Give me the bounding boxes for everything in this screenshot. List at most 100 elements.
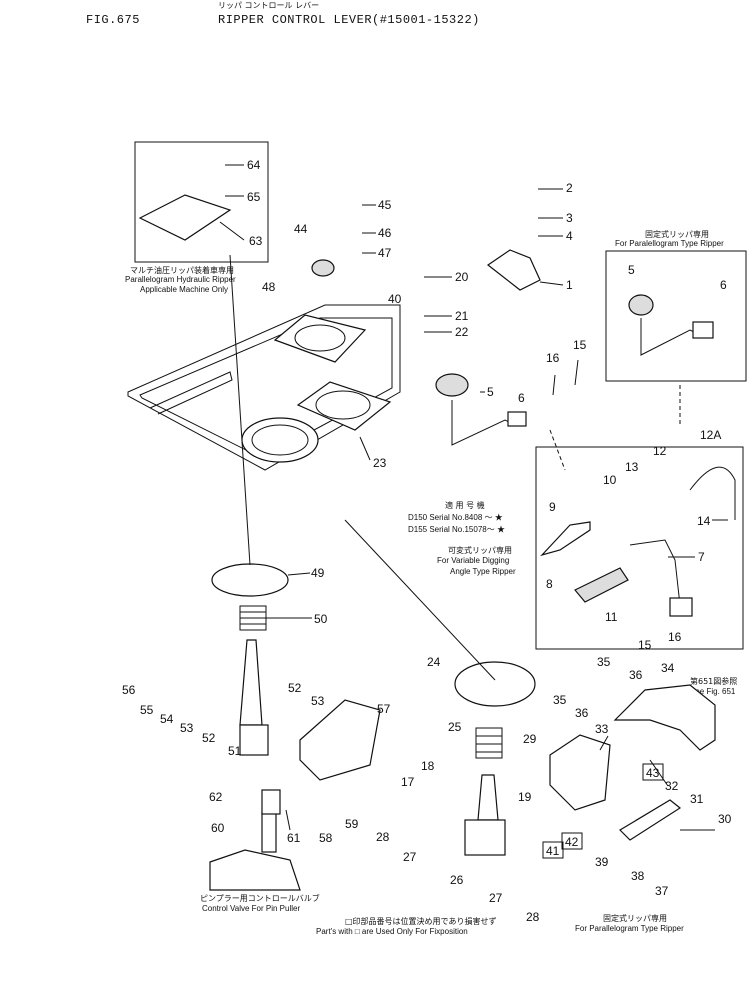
floor-plate [127,304,401,471]
callout-61: 61 [287,831,301,845]
serial-caption-jp: 適 用 号 機 [445,501,485,510]
fixed-ripper-inset-box [605,250,747,382]
bracket-57 [299,699,381,781]
callout-15: 15 [573,338,587,352]
callout-35b: 35 [597,655,611,669]
callout-13: 13 [625,460,639,474]
callout-34: 34 [661,661,675,675]
clamp-6 [507,411,527,427]
vda-caption-jp: 可変式リッパ専用 [448,546,512,555]
callout-59: 59 [345,817,359,831]
callout-10: 10 [603,473,617,487]
vda-caption-2: Angle Type Ripper [450,567,516,576]
callout-56: 56 [122,683,136,697]
knob-44 [311,259,335,277]
parallelogram-caption: For Parallelogram Type Ripper [575,924,684,933]
callout-4: 4 [566,229,573,243]
callout-21: 21 [455,309,469,323]
callout-45: 45 [378,198,392,212]
callout-49: 49 [311,566,325,580]
serial-caption-2: D155 Serial No.15078～ ★ [408,525,505,534]
seal-disc-24 [454,661,536,707]
callout-42-boxed: 42 [565,835,579,849]
callout-16-inset: 16 [668,630,682,644]
fixposition-caption-jp: □印部品番号は位置決め用であり損害せず [345,917,497,926]
lever-60 [261,789,281,815]
bracket-33 [549,734,611,811]
callout-48: 48 [262,280,276,294]
lever-34 [613,684,716,751]
callout-3: 3 [566,211,573,225]
callout-20: 20 [455,270,469,284]
callout-12a: 12A [700,428,721,442]
callout-16: 16 [546,351,560,365]
callout-22: 22 [455,325,469,339]
callout-1: 1 [566,278,573,292]
callout-2: 2 [566,181,573,195]
callout-50: 50 [314,612,328,626]
boxed-callouts: 43 41 42 [542,763,664,859]
vda-caption-1: For Variable Digging [437,556,510,565]
callout-51: 51 [228,744,242,758]
multi-ripper-caption-jp: マルチ油圧リッパ装着車専用 [130,266,234,275]
callout-5-inset: 5 [628,263,635,277]
lever-6-inset [640,318,701,356]
callout-19: 19 [518,790,532,804]
parallelogram-caption-jp: 固定式リッパ専用 [603,914,667,923]
callout-15-inset: 15 [638,638,652,652]
callout-32: 32 [665,779,679,793]
callout-23: 23 [373,456,387,470]
control-shaft-26 [464,774,506,856]
lever-7 [629,539,681,606]
callout-44: 44 [294,222,308,236]
callout-54: 54 [160,712,174,726]
multi-ripper-caption-1: Parallelogram Hydraulic Ripper [125,275,236,284]
callout-35a: 35 [553,693,567,707]
callout-11: 11 [605,610,618,624]
callout-28b: 28 [526,910,540,924]
callout-27a: 27 [403,850,417,864]
knob-5 [435,373,469,397]
figure-title: RIPPER CONTROL LEVER(#15001-15322) [218,13,480,27]
title-japanese: リッパ コントロール レバー [218,1,320,10]
callout-14: 14 [697,514,711,528]
callout-17: 17 [401,775,415,789]
callout-57: 57 [377,702,391,716]
callout-39: 39 [595,855,609,869]
callout-18: 18 [421,759,435,773]
callout-8: 8 [546,577,553,591]
callout-33: 33 [595,722,609,736]
spring-50 [239,605,267,631]
callout-labels: 64 65 63 2 3 4 1 45 46 47 44 48 40 20 21… [122,158,732,924]
callout-58: 58 [319,831,333,845]
console-plate-48 [273,314,367,363]
cable-12a [689,466,736,520]
fixed-ripper-caption: For Paralellogram Type Ripper [615,239,724,248]
spring-25 [475,727,503,759]
callout-29: 29 [523,732,537,746]
callout-9: 9 [549,500,556,514]
callout-46: 46 [378,226,392,240]
callout-65: 65 [247,190,261,204]
seal-disc-49 [211,563,289,597]
console-plate-23 [296,381,392,431]
lever-9 [540,521,591,557]
grip-8 [574,567,629,603]
callout-24: 24 [427,655,441,669]
lever-6 [451,400,516,446]
callout-43-boxed: 43 [646,766,660,780]
callout-25: 25 [448,720,462,734]
callout-7: 7 [698,550,705,564]
callout-40: 40 [388,292,402,306]
callout-12: 12 [653,444,667,458]
callout-47: 47 [378,246,392,260]
serial-caption-1: D150 Serial No.8408 ～ ★ [408,513,503,522]
fixposition-caption: Part's with □ are Used Only For Fixposit… [316,927,468,936]
callout-63: 63 [249,234,263,248]
callout-27b: 27 [489,891,503,905]
callout-36b: 36 [629,668,643,682]
fixed-ripper-caption-jp: 固定式リッパ専用 [645,230,709,239]
clamp-7 [669,597,693,617]
figure-number: FIG.675 [86,13,140,27]
